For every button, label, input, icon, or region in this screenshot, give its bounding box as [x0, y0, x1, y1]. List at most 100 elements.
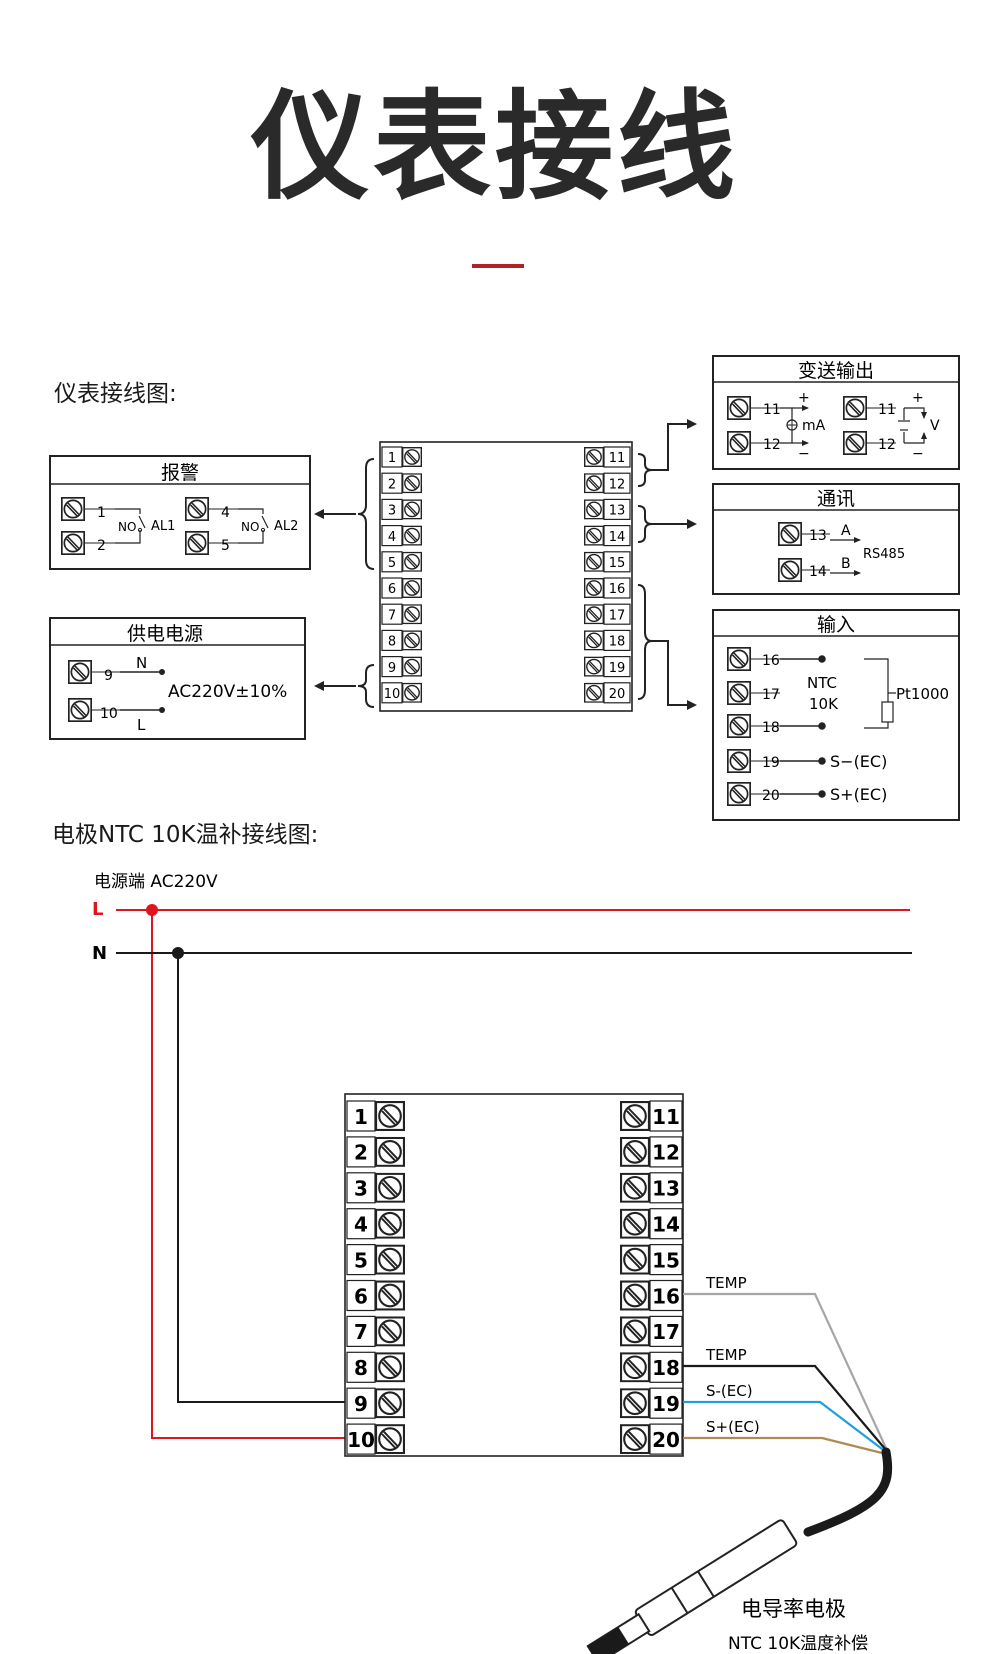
screw-terminal-icon — [375, 1208, 405, 1239]
terminal-4: 4 — [346, 1208, 405, 1240]
alarm-box: 报警 1 2 NO AL1 4 5 NO AL2 — [49, 455, 311, 570]
terminal-number: 3 — [354, 1177, 368, 1201]
power-n: N — [136, 654, 147, 672]
terminal-number: 8 — [388, 635, 396, 650]
input-t19: 19 — [762, 755, 780, 771]
screw-terminal-icon — [375, 1352, 405, 1383]
conductivity-electrode-icon — [586, 1447, 893, 1654]
screw-terminal-icon — [778, 522, 802, 546]
screw-terminal-icon — [727, 647, 751, 671]
terminal-10: 10 — [346, 1423, 405, 1455]
comm-t14: 14 — [809, 564, 827, 580]
terminal-2: 2 — [381, 472, 422, 494]
screw-terminal-icon — [402, 656, 422, 677]
screw-terminal-icon — [620, 1280, 650, 1311]
screw-terminal-icon — [185, 531, 209, 555]
terminal-number: 2 — [354, 1141, 368, 1165]
screw-terminal-icon — [620, 1352, 650, 1383]
comm-title: 通讯 — [817, 488, 855, 510]
alarm-al1: AL1 — [151, 519, 175, 534]
screw-terminal-icon — [620, 1388, 650, 1419]
terminal-number: 20 — [652, 1428, 680, 1452]
power-l: L — [137, 716, 146, 734]
transmit-output-box: 变送输出 11 12 + − mA 11 12 + − V — [712, 355, 960, 470]
screw-terminal-icon — [402, 473, 422, 494]
screw-terminal-icon — [584, 473, 604, 494]
terminal-number: 12 — [609, 477, 626, 492]
page-title: 仪表接线 — [250, 78, 739, 216]
screw-terminal-icon — [68, 698, 92, 722]
screw-terminal-icon — [584, 630, 604, 651]
title-divider — [472, 264, 524, 268]
terminal-6: 6 — [381, 577, 422, 599]
input-ntc: NTC — [807, 674, 837, 692]
screw-terminal-icon — [375, 1244, 405, 1275]
screw-terminal-icon — [402, 578, 422, 598]
terminal-number: 1 — [388, 451, 396, 466]
terminal-number: 16 — [609, 582, 626, 597]
terminal-14: 14 — [620, 1208, 683, 1240]
input-t18: 18 — [762, 720, 780, 736]
terminal-1: 1 — [346, 1100, 405, 1132]
screw-terminal-icon — [620, 1101, 650, 1131]
alarm-t5: 5 — [221, 538, 230, 554]
input-t16: 16 — [762, 653, 780, 669]
screw-terminal-icon — [620, 1316, 650, 1347]
screw-terminal-icon — [375, 1424, 405, 1455]
line-l-label: L — [92, 899, 103, 920]
screw-terminal-icon — [584, 447, 604, 467]
diagram2-label: 电极NTC 10K温补接线图: — [52, 822, 319, 848]
terminal-5: 5 — [346, 1243, 405, 1276]
terminal-2: 2 — [346, 1136, 405, 1168]
wire-s-minus: S-(EC) — [706, 1382, 753, 1400]
input-s-plus: S+(EC) — [830, 785, 887, 804]
terminal-number: 18 — [652, 1356, 680, 1380]
screw-terminal-icon — [68, 660, 92, 684]
input-box: 输入 16 17 18 19 20 NTC 10K Pt1000 S−(EC) … — [712, 609, 960, 821]
terminal-number: 5 — [388, 556, 396, 571]
terminal-11: 11 — [620, 1100, 683, 1132]
power-source-label: 电源端 AC220V — [94, 872, 218, 892]
alarm-title: 报警 — [161, 462, 199, 484]
terminal-18: 18 — [584, 629, 631, 652]
terminal-16: 16 — [584, 577, 631, 599]
transmit-plus-b: + — [912, 390, 924, 406]
screw-terminal-icon — [402, 682, 422, 703]
junction-dot — [146, 904, 158, 916]
input-pt1000: Pt1000 — [896, 685, 949, 703]
terminal-5: 5 — [381, 551, 422, 573]
terminal-number: 14 — [609, 530, 626, 545]
screw-terminal-icon — [584, 578, 604, 598]
terminal-12: 12 — [620, 1136, 683, 1168]
terminal-number: 10 — [384, 687, 401, 702]
terminal-number: 15 — [652, 1248, 680, 1272]
terminal-number: 11 — [652, 1105, 680, 1129]
junction-dot — [172, 947, 184, 959]
comm-t13: 13 — [809, 528, 827, 544]
diagram1-label: 仪表接线图: — [54, 381, 177, 407]
alarm-t4: 4 — [221, 505, 230, 521]
input-s-minus: S−(EC) — [830, 752, 887, 771]
terminal-number: 5 — [354, 1248, 368, 1272]
screw-terminal-icon — [584, 604, 604, 625]
transmit-plus-a: + — [798, 390, 810, 406]
terminal-number: 17 — [652, 1320, 680, 1344]
screw-terminal-icon — [402, 447, 422, 467]
brace-alarm — [314, 458, 375, 570]
screw-terminal-icon — [727, 714, 751, 738]
screw-terminal-icon — [402, 499, 422, 520]
terminal-7: 7 — [346, 1315, 405, 1348]
screw-terminal-icon — [778, 558, 802, 582]
terminal-number: 19 — [652, 1392, 680, 1416]
screw-terminal-icon — [727, 749, 751, 773]
terminal-6: 6 — [346, 1279, 405, 1312]
terminal-number: 9 — [354, 1392, 368, 1416]
terminal-number: 20 — [609, 687, 626, 702]
power-box: 供电电源 9 10 N L AC220V±10% — [49, 617, 306, 740]
input-title: 输入 — [817, 614, 855, 636]
wire-temp-2: TEMP — [705, 1346, 747, 1364]
screw-terminal-icon — [584, 551, 604, 572]
